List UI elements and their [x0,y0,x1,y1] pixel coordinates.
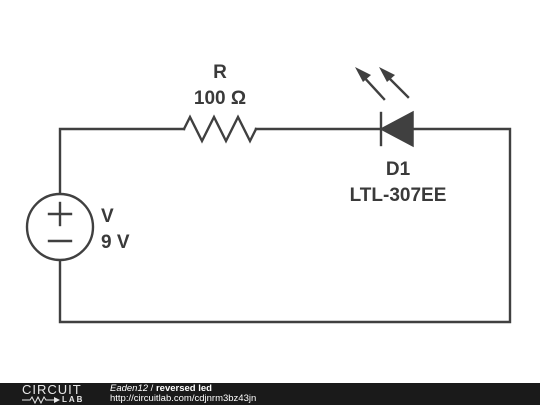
circuit-title[interactable]: reversed led [155,383,212,394]
led-name-label: D1 [386,159,411,180]
footer-bar: CIRCUIT LAB Eaden12 / reversed led http:… [0,383,540,405]
light-emission-arrows-icon [355,67,410,101]
wire-top-left [58,127,186,196]
logo-text-lab: LAB [62,395,85,404]
logo-resistor-icon [22,396,60,404]
resistor-symbol [182,114,258,144]
led-part-label: LTL-307EE [350,185,447,206]
source-value-label: 9 V [101,232,130,253]
circuit-url-link[interactable]: http://circuitlab.com/cdjnrm3bz43jn [110,393,257,404]
resistor-name-label: R [213,62,227,83]
author-link[interactable]: Eaden12 [110,383,149,394]
circuit-schematic: R 100 Ω D1 LTL-307EE V 9 V [25,62,512,324]
wire-top-right [58,127,512,324]
logo-text-circuit: CIRCUIT [22,382,82,397]
resistor-value-label: 100 Ω [194,88,246,109]
footer-attribution: Eaden12 / reversed led [110,384,256,394]
led-symbol [355,67,414,148]
circuitlab-logo[interactable]: CIRCUIT LAB [0,383,110,405]
attribution-separator: / [148,383,156,394]
voltage-source-symbol [25,192,95,262]
footer-info: Eaden12 / reversed led http://circuitlab… [110,384,256,404]
source-name-label: V [101,206,114,227]
